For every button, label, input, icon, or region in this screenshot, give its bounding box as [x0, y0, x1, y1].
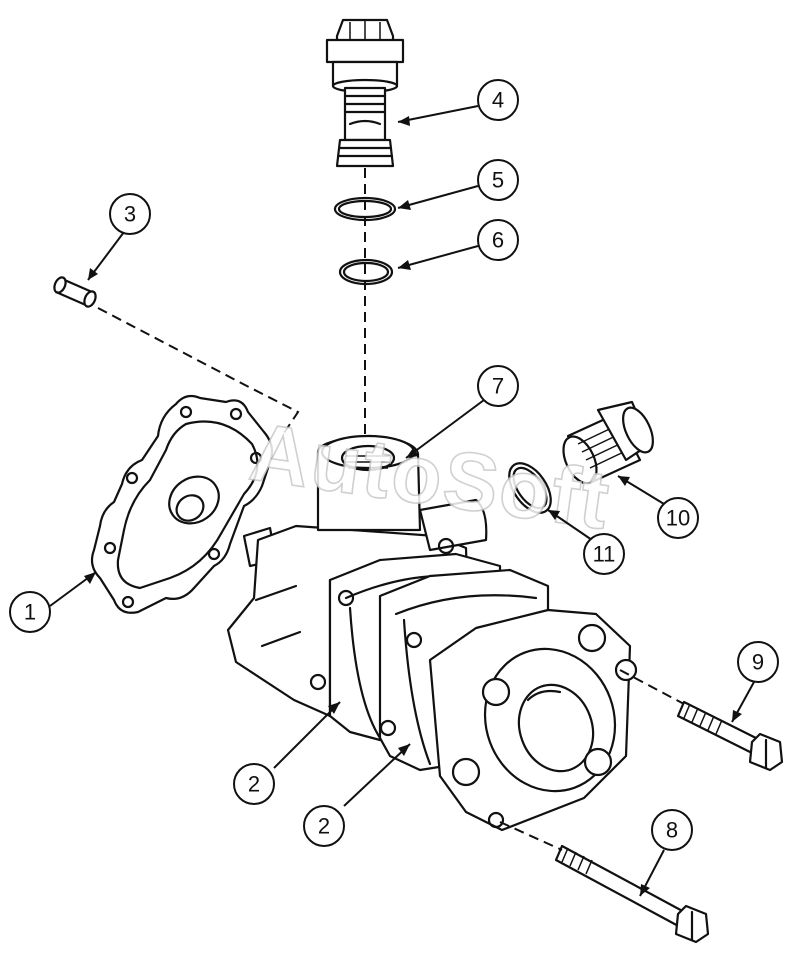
relief-valve-cartridge — [325, 18, 405, 168]
callout-1: 1 — [9, 591, 51, 633]
svg-text:2: 2 — [318, 814, 330, 839]
callout-8: 8 — [651, 809, 693, 851]
svg-text:10: 10 — [666, 506, 690, 531]
svg-text:2: 2 — [248, 772, 260, 797]
callout-7: 7 — [477, 365, 519, 407]
callout-2-lower: 2 — [303, 805, 345, 847]
leader-lines — [49, 105, 755, 897]
callout-2-upper: 2 — [233, 763, 275, 805]
callout-3: 3 — [109, 193, 151, 235]
svg-text:5: 5 — [492, 168, 504, 193]
svg-text:11: 11 — [593, 542, 616, 567]
callout-6: 6 — [477, 219, 519, 261]
callout-4: 4 — [477, 79, 519, 121]
pump-body — [226, 434, 638, 832]
o-ring-plug — [508, 462, 552, 514]
svg-text:9: 9 — [752, 650, 764, 675]
bolt-long — [554, 844, 710, 944]
dowel-pin — [53, 276, 97, 308]
callout-9: 9 — [737, 641, 779, 683]
svg-text:1: 1 — [24, 600, 36, 625]
callout-5: 5 — [477, 159, 519, 201]
plug — [562, 400, 654, 485]
svg-text:7: 7 — [492, 374, 504, 399]
svg-text:8: 8 — [666, 818, 678, 843]
callout-10: 10 — [657, 497, 699, 539]
svg-text:4: 4 — [492, 88, 504, 113]
callout-11: 11 — [583, 533, 625, 575]
bolt-short — [676, 700, 784, 772]
svg-text:3: 3 — [124, 202, 136, 227]
svg-text:6: 6 — [492, 228, 504, 253]
gasket — [90, 394, 274, 614]
